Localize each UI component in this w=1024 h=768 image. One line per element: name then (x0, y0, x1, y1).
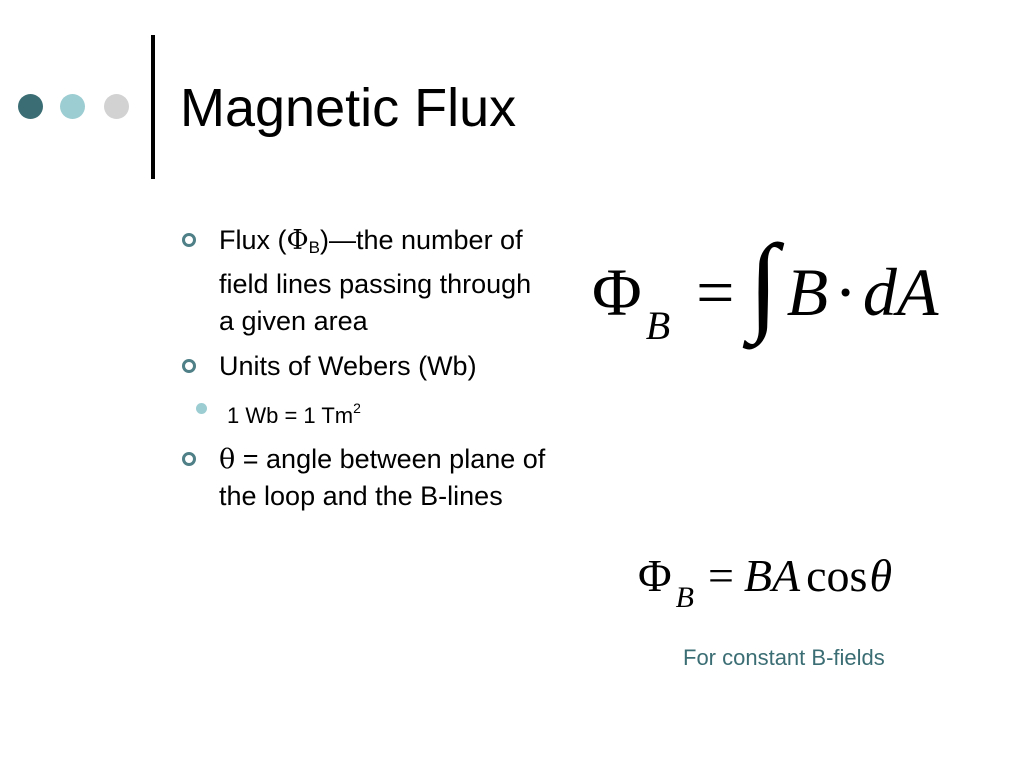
equation-integral-flux: Φ B = ∫ B · dA (592, 228, 939, 362)
bullet-text: Flux ( (219, 225, 287, 255)
theta-symbol: θ (219, 444, 236, 475)
bullet-text: = angle between plane of the loop and th… (219, 444, 546, 511)
sub-bullet-weber: 1 Wb = 1 Tm2 (145, 393, 552, 431)
bullet-list: Flux (ΦB)—the number of field lines pass… (182, 222, 552, 523)
subscript: B (675, 581, 694, 614)
term-da: dA (862, 254, 939, 330)
decor-dot-gray (104, 94, 129, 119)
bullet-flux-definition: Flux (ΦB)—the number of field lines pass… (182, 222, 552, 340)
slide-title: Magnetic Flux (180, 78, 517, 138)
bullet-text: Units of Webers (Wb) (219, 351, 477, 381)
dot-bullet-icon (196, 403, 207, 414)
ring-bullet-icon (182, 359, 196, 373)
sub-bullet-text: 1 Wb = 1 Tm (227, 403, 354, 428)
equals-sign: = (696, 254, 735, 330)
bullet-units: Units of Webers (Wb) (182, 348, 552, 385)
constant-field-note: For constant B-fields (683, 645, 885, 670)
phi-symbol: Φ (592, 254, 642, 330)
term-b: B (786, 254, 829, 330)
subscript: B (645, 303, 671, 348)
theta-symbol: θ (869, 550, 893, 601)
decor-dot-dark (18, 94, 43, 119)
ring-bullet-icon (182, 452, 196, 466)
cos-function: cos (806, 550, 868, 601)
equals-sign: = (707, 550, 734, 601)
phi-symbol: Φ (638, 550, 672, 601)
ring-bullet-icon (182, 233, 196, 247)
phi-symbol: Φ (286, 225, 309, 256)
title-divider (151, 35, 155, 179)
subscript: B (308, 238, 320, 257)
bullet-text: )—the number of field lines passing thro… (219, 225, 532, 336)
superscript: 2 (353, 400, 361, 416)
dot-operator: · (834, 254, 857, 330)
bullet-theta-definition: θ = angle between plane of the loop and … (182, 441, 552, 515)
equation-constant-flux: Φ B = BA cos θ (638, 548, 893, 614)
decor-dot-light (60, 94, 85, 119)
integral-sign: ∫ (748, 222, 779, 344)
term-ba: BA (743, 550, 801, 601)
